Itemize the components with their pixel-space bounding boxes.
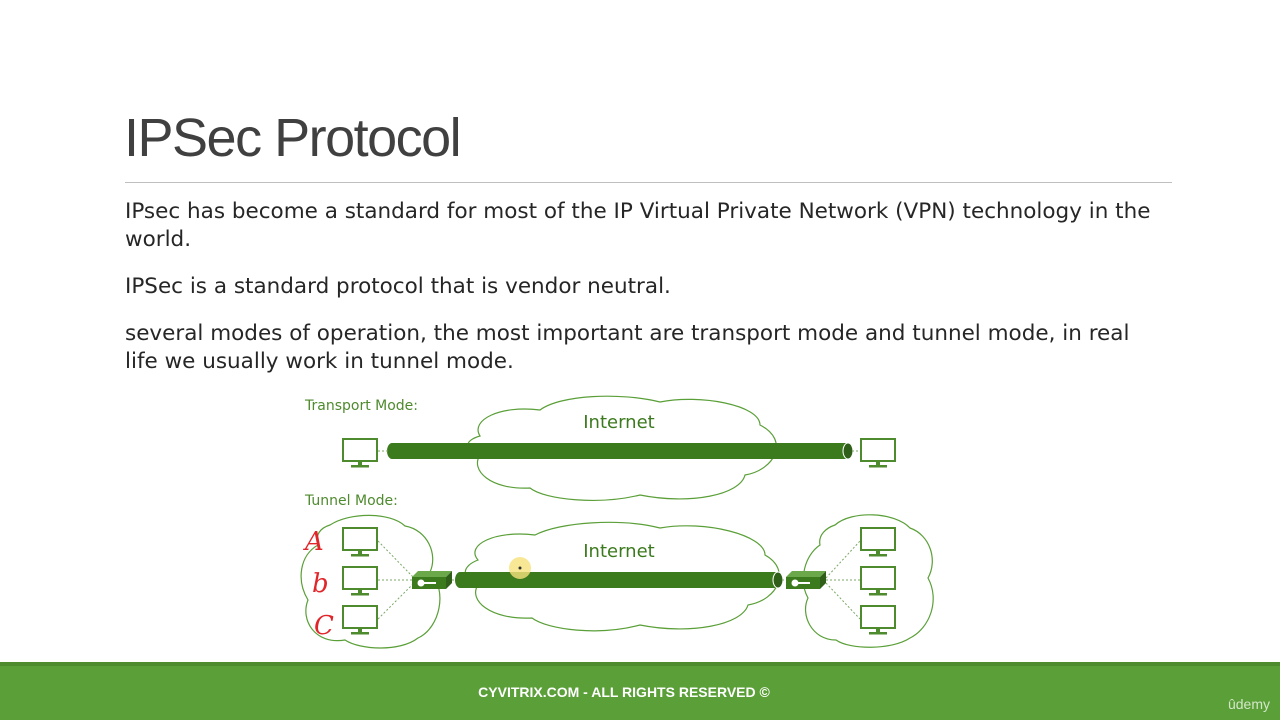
transport-tunnel bbox=[387, 442, 854, 460]
footer-bar bbox=[0, 662, 1280, 720]
udemy-watermark: ûdemy bbox=[1227, 696, 1270, 712]
computer-icon bbox=[342, 438, 378, 469]
paragraph-2: IPSec is a standard protocol that is ven… bbox=[125, 274, 671, 299]
paragraph-1: IPsec has become a standard for most of … bbox=[125, 199, 1151, 252]
cursor-dot bbox=[518, 566, 522, 570]
annotation-a: A bbox=[303, 527, 324, 557]
slide-title: IPSec Protocol bbox=[124, 108, 462, 168]
footer-text: CYVITRIX.COM - ALL RIGHTS RESERVED © bbox=[478, 684, 770, 700]
annotation-b: b bbox=[312, 569, 329, 599]
internet-label-bottom: Internet bbox=[583, 541, 654, 562]
tunnel-mode-label: Tunnel Mode: bbox=[304, 493, 398, 509]
ipsec-tunnel bbox=[455, 571, 784, 589]
vpn-router-icon bbox=[786, 571, 826, 589]
vpn-router-icon bbox=[412, 571, 452, 589]
transport-mode-label: Transport Mode: bbox=[304, 398, 418, 414]
paragraph-3: several modes of operation, the most imp… bbox=[125, 321, 1130, 374]
title-divider bbox=[125, 182, 1172, 183]
slide-body: IPsec has become a standard for most of … bbox=[125, 198, 1165, 395]
internet-label-top: Internet bbox=[583, 412, 654, 433]
computer-icon bbox=[860, 438, 896, 469]
annotation-c: C bbox=[314, 611, 334, 641]
